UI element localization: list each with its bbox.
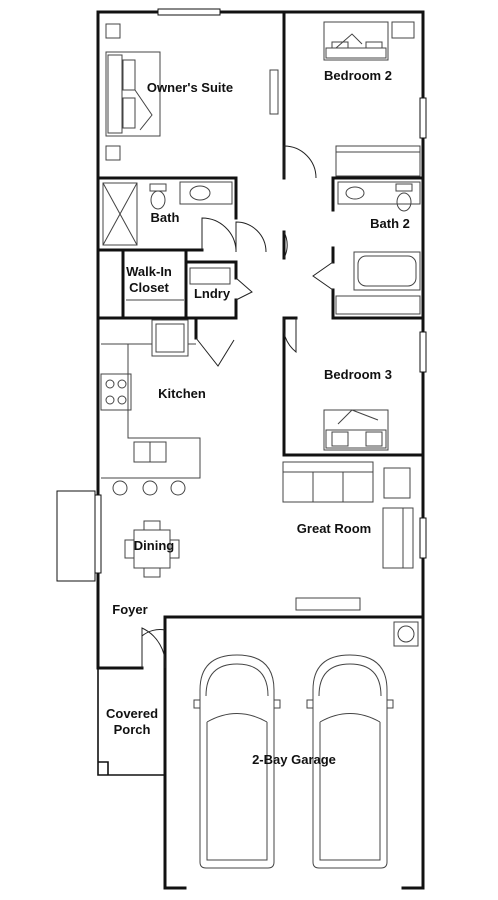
- room-label-kitchen: Kitchen: [158, 386, 206, 401]
- window-top: [157, 8, 221, 16]
- windows: [56, 8, 427, 582]
- room-label-bath-2: Bath 2: [370, 216, 410, 231]
- room-label-bath: Bath: [150, 210, 180, 225]
- garage-cars: [193, 654, 394, 869]
- room-label-owners-suite: Owner's Suite: [146, 80, 234, 95]
- interior-walls: [96, 10, 425, 457]
- owners-bath-fixtures: [102, 181, 233, 246]
- window-right-great-room: [419, 517, 427, 559]
- room-label-bedroom-2: Bedroom 2: [324, 68, 392, 83]
- car-right: [306, 654, 394, 869]
- room-label-great-room: Great Room: [296, 521, 372, 536]
- room-label-bedroom-3: Bedroom 3: [324, 367, 392, 382]
- kitchen-fixtures: [100, 319, 201, 496]
- dining-table: [124, 520, 180, 578]
- room-label-garage: 2-Bay Garage: [252, 752, 336, 767]
- bedroom-3-bed: [323, 409, 389, 451]
- great-room-furniture: [282, 461, 419, 647]
- owners-suite-bed: [105, 23, 279, 161]
- room-label-laundry: Lndry: [193, 286, 231, 301]
- bay-window-dining: [56, 490, 96, 582]
- car-left: [193, 654, 281, 869]
- room-label-covered-porch: Covered Porch: [105, 706, 159, 737]
- room-label-dining: Dining: [133, 538, 175, 553]
- window-left-dining: [94, 494, 102, 574]
- room-label-walk-in-closet: Walk-In Closet: [126, 264, 172, 295]
- window-right-bedroom-2: [419, 97, 427, 139]
- room-label-foyer: Foyer: [112, 602, 148, 617]
- window-right-bedroom-3: [419, 331, 427, 373]
- bedroom-2-bed: [323, 21, 421, 177]
- closet-laundry-fixtures: [126, 267, 231, 301]
- doors: [141, 145, 334, 669]
- bath-2-fixtures: [335, 181, 421, 315]
